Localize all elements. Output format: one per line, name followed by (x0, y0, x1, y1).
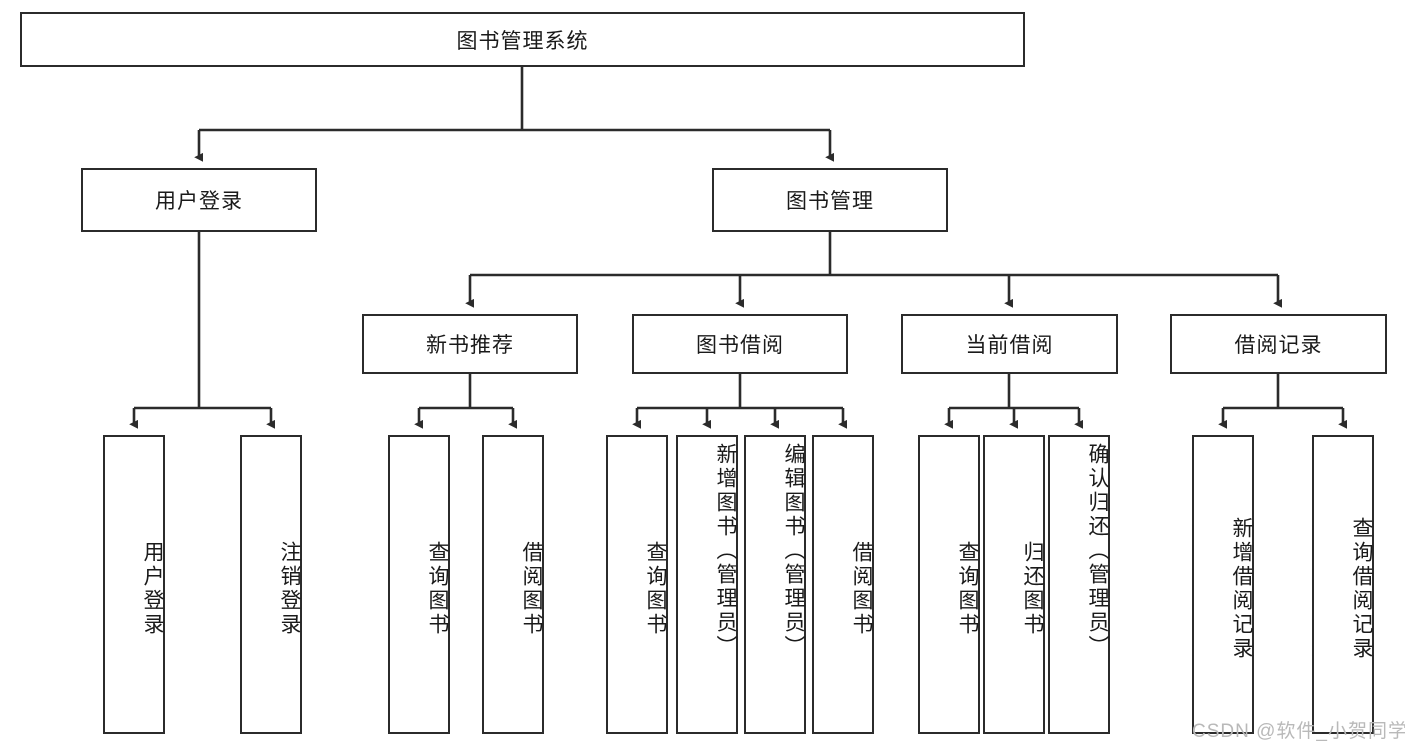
node-label: 图书管理 (786, 190, 874, 213)
node-borrowing-records[interactable]: 借阅记录 (1170, 314, 1387, 374)
node-label: 当前借阅 (965, 334, 1054, 357)
node-user-login[interactable]: 用户登录 (81, 168, 317, 232)
node-label: 图书借阅 (696, 334, 784, 357)
node-label: 新书推荐 (426, 334, 514, 357)
node-label: 注销登录 (278, 540, 301, 637)
leaf-confirm-return-admin[interactable]: 确认归还（管理员） (1048, 435, 1110, 734)
node-label: 新增图书（管理员） (714, 443, 737, 659)
node-label: 确认归还（管理员） (1086, 443, 1109, 659)
leaf-query-books-new[interactable]: 查询图书 (388, 435, 450, 734)
leaf-borrow-books[interactable]: 借阅图书 (812, 435, 874, 734)
node-label: 查询图书 (956, 540, 979, 637)
leaf-query-books-current[interactable]: 查询图书 (918, 435, 980, 734)
node-label: 借阅图书 (850, 540, 873, 637)
leaf-return-books[interactable]: 归还图书 (983, 435, 1045, 734)
node-label: 图书管理系统 (456, 29, 589, 53)
node-new-book-recommendation[interactable]: 新书推荐 (362, 314, 578, 374)
node-label: 用户登录 (141, 540, 164, 637)
leaf-edit-book-admin[interactable]: 编辑图书（管理员） (744, 435, 806, 734)
node-book-management-system[interactable]: 图书管理系统 (20, 12, 1025, 67)
leaf-user-login[interactable]: 用户登录 (103, 435, 165, 734)
csdn-watermark: CSDN @软件_小贺同学 (1192, 721, 1405, 742)
leaf-add-borrow-record[interactable]: 新增借阅记录 (1192, 435, 1254, 734)
node-label: 查询借阅记录 (1350, 516, 1373, 661)
node-label: 查询图书 (644, 540, 667, 637)
node-book-management[interactable]: 图书管理 (712, 168, 948, 232)
leaf-query-borrow-record[interactable]: 查询借阅记录 (1312, 435, 1374, 734)
node-label: 借阅图书 (520, 540, 543, 637)
leaf-logout[interactable]: 注销登录 (240, 435, 302, 734)
leaf-query-books[interactable]: 查询图书 (606, 435, 668, 734)
node-label: 借阅记录 (1234, 334, 1323, 357)
leaf-add-book-admin[interactable]: 新增图书（管理员） (676, 435, 738, 734)
node-current-borrowing[interactable]: 当前借阅 (901, 314, 1118, 374)
leaf-borrow-books-new[interactable]: 借阅图书 (482, 435, 544, 734)
node-book-borrowing[interactable]: 图书借阅 (632, 314, 848, 374)
node-label: 编辑图书（管理员） (782, 443, 805, 659)
node-label: 用户登录 (155, 190, 243, 213)
node-label: 查询图书 (426, 540, 449, 637)
node-label: 归还图书 (1021, 540, 1044, 637)
node-label: 新增借阅记录 (1230, 516, 1253, 661)
